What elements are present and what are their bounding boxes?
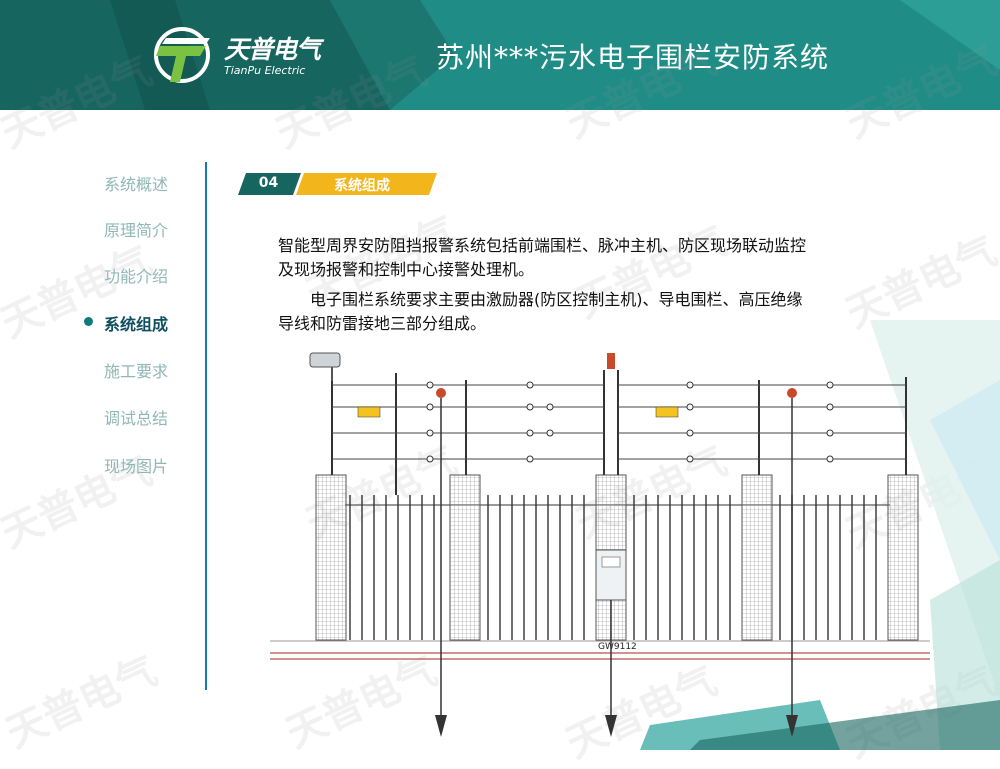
alarm-light-icon bbox=[436, 353, 797, 398]
nav-label: 系统概述 bbox=[104, 175, 169, 194]
paragraph-2-line-1: 电子围栏系统要求主要由激励器(防区控制主机)、导电围栏、高压绝缘 bbox=[310, 290, 803, 309]
nav-item-features[interactable]: 功能介绍 bbox=[104, 263, 168, 287]
paragraph-2-line-2: 导线和防雷接地三部分组成。 bbox=[278, 314, 487, 333]
paragraph-1-line-2: 及现场报警和控制中心接警处理机。 bbox=[278, 260, 535, 279]
paragraph-1-line-1: 智能型周界安防阻挡报警系统包括前端围栏、脉冲主机、防区现场联动监控 bbox=[278, 236, 807, 255]
nav-label: 现场图片 bbox=[104, 457, 169, 476]
section-label-badge: 系统组成 bbox=[295, 173, 438, 195]
decor-shapes bbox=[640, 320, 1000, 750]
logo-text-en: TianPu Electric bbox=[224, 64, 306, 77]
nav-label: 施工要求 bbox=[104, 362, 169, 381]
divider-line bbox=[205, 162, 207, 690]
nav-label: 功能介绍 bbox=[104, 267, 169, 286]
camera-icon bbox=[309, 352, 341, 381]
nav-label: 原理简介 bbox=[104, 221, 169, 240]
nav-item-overview[interactable]: 系统概述 bbox=[104, 171, 168, 195]
device-label: GW9112 bbox=[598, 642, 637, 652]
nav-item-photos[interactable]: 现场图片 bbox=[104, 453, 168, 477]
nav-label: 调试总结 bbox=[104, 409, 169, 428]
section-label: 系统组成 bbox=[334, 178, 390, 194]
nav-item-principle[interactable]: 原理简介 bbox=[104, 217, 168, 241]
nav-label: 系统组成 bbox=[104, 315, 169, 334]
nav-item-construction[interactable]: 施工要求 bbox=[104, 358, 168, 382]
nav-item-composition[interactable]: 系统组成 bbox=[84, 311, 169, 335]
section-number-badge: 04 bbox=[237, 173, 302, 195]
nav-item-debug[interactable]: 调试总结 bbox=[104, 405, 168, 429]
active-dot-icon bbox=[84, 317, 93, 326]
page-title: 苏州***污水电子围栏安防系统 bbox=[436, 41, 830, 74]
fence-diagram: GW9112 bbox=[270, 352, 930, 737]
company-logo: 天普电气 TianPu Electric bbox=[150, 26, 335, 84]
section-number: 04 bbox=[258, 175, 279, 191]
logo-text-cn: 天普电气 bbox=[224, 35, 321, 64]
logo-mark-icon bbox=[154, 27, 210, 83]
